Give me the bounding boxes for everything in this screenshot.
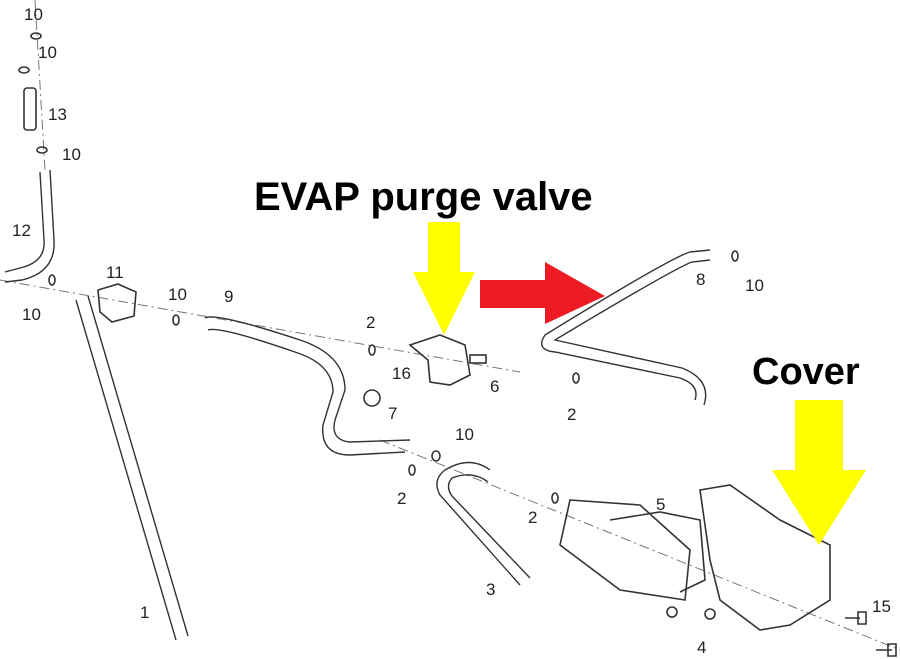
axis-line [379,439,900,651]
callout-number: 10 [168,285,187,304]
clamp-part-2 [572,372,580,384]
cover-part [699,484,831,631]
clamp-part-10 [431,450,441,462]
callout-number: 6 [490,377,499,396]
canister-part-5 [559,499,691,601]
callout-number: 16 [392,364,411,383]
callout-number: 10 [455,425,474,444]
callout-number: 2 [528,508,537,527]
valve-nozzle [469,354,487,364]
direction-arrow-icon [480,262,605,324]
purge-valve-part-6 [408,334,471,386]
bolt-part-15 [845,611,867,625]
callout-number: 12 [12,221,31,240]
tube-part-1 [75,295,189,641]
callout-number: 5 [656,495,665,514]
callout-number: 7 [388,404,397,423]
clamp-part-10 [172,314,180,326]
cover-label: Cover [752,351,860,393]
clamp-part-2 [551,492,559,504]
callout-number: 2 [366,313,375,332]
callout-number: 11 [106,263,124,282]
hose-part-9 [204,316,411,456]
clamp-part-10 [18,66,30,74]
bolt-part-4 [666,606,678,618]
callout-number: 13 [48,105,67,124]
callout-number: 8 [696,270,705,289]
grommet-part-16 [363,389,381,407]
bolt-part-4 [704,608,716,620]
fitting-part-11 [97,283,137,323]
bolt-part-15 [876,643,897,657]
evap-purge-valve-label: EVAP purge valve [254,175,593,219]
callout-numbers: 10 10 13 10 12 10 11 10 9 2 16 6 7 10 2 8 10 2 5 2 3 1 4 15 [12,5,891,657]
axis-line [0,279,521,373]
callout-number: 2 [397,489,406,508]
clamp-part-2 [408,464,416,476]
callout-number: 10 [38,43,57,62]
callout-number: 10 [745,276,764,295]
clamp-part-10 [731,250,739,262]
callout-number: 3 [486,580,495,599]
hose-part-3 [436,461,531,586]
callout-number: 2 [567,405,576,424]
hose-part-12 [4,169,55,283]
callout-number: 1 [140,603,149,622]
callout-number: 15 [872,597,891,616]
callout-number: 10 [24,5,43,24]
clamp-part-10 [30,32,42,40]
callout-number: 4 [697,638,706,657]
axis-line [34,0,46,171]
callout-number: 10 [22,305,41,324]
callout-number: 9 [224,287,233,306]
clamp-part-10 [36,146,48,154]
evap-arrow-icon [413,222,475,335]
hose-part-8 [541,249,711,406]
clamp-part-2 [368,344,376,356]
cover-arrow-icon [772,400,866,545]
connector-part-13 [23,87,37,131]
clamp-part-10 [48,274,56,286]
callout-number: 10 [62,145,81,164]
canister-bracket [609,511,706,593]
